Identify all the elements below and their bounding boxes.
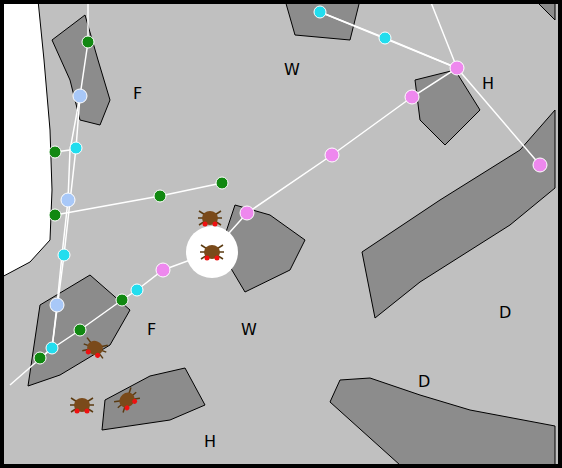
region-letter: W [284,62,300,78]
unit-icon [70,398,94,414]
region-letter: H [204,434,216,450]
unit-icon [113,387,141,414]
region-letter: D [499,305,511,321]
unit-icon [198,211,222,227]
region-letter: D [418,374,430,390]
region-letter: W [241,322,257,338]
region-letter: F [133,86,142,102]
region-letter: F [147,322,156,338]
unit-icon [200,245,224,261]
region-letter: H [482,76,494,92]
unit-icon [81,337,109,360]
